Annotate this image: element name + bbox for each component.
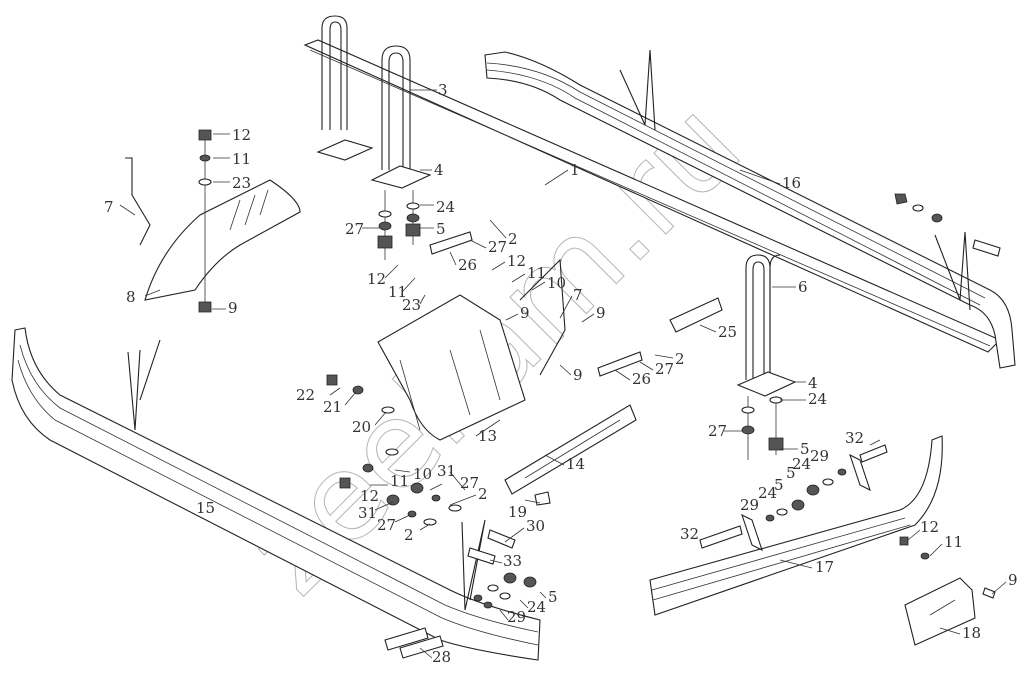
side-cover — [125, 129, 301, 313]
callout-24: 24 — [758, 484, 777, 502]
callout-9: 9 — [1008, 571, 1018, 589]
callout-33: 33 — [503, 552, 522, 570]
callout-12: 12 — [232, 126, 251, 144]
callout-2: 2 — [675, 350, 685, 368]
u-bolt-front — [321, 15, 411, 170]
callout-14: 14 — [566, 455, 585, 473]
callout-21: 21 — [323, 398, 342, 416]
u-bolt-rear — [736, 254, 797, 460]
bolt-19 — [534, 491, 551, 506]
bracket-25 — [669, 297, 723, 333]
callout-2: 2 — [404, 526, 414, 544]
plate-slot — [524, 419, 621, 479]
callout-29: 29 — [507, 608, 526, 626]
center-plate — [377, 258, 566, 441]
callout-12: 12 — [920, 518, 939, 536]
callout-2: 2 — [478, 485, 488, 503]
callout-27: 27 — [655, 360, 674, 378]
callout-9: 9 — [573, 366, 583, 384]
bracket-18 — [899, 536, 996, 646]
callout-31: 31 — [358, 504, 377, 522]
callout-4: 4 — [434, 161, 444, 179]
callout-9: 9 — [520, 304, 530, 322]
callout-24: 24 — [792, 455, 811, 473]
callout-1: 1 — [570, 161, 580, 179]
callout-32: 32 — [680, 525, 699, 543]
callout-15: 15 — [196, 499, 215, 517]
callout-28: 28 — [432, 648, 451, 666]
callout-18: 18 — [962, 624, 981, 642]
callout-22: 22 — [296, 386, 315, 404]
callout-5: 5 — [436, 220, 446, 238]
callout-26: 26 — [458, 256, 477, 274]
callout-19: 19 — [508, 503, 527, 521]
callout-23: 23 — [402, 296, 421, 314]
callout-5: 5 — [548, 588, 558, 606]
callout-7: 7 — [573, 286, 583, 304]
callout-29: 29 — [740, 496, 759, 514]
callout-23: 23 — [232, 174, 251, 192]
leader-lines — [119, 89, 1007, 659]
clamp-plate — [370, 165, 432, 189]
callout-2: 2 — [508, 230, 518, 248]
callout-7: 7 — [104, 198, 114, 216]
callout-17: 17 — [815, 558, 834, 576]
callout-31: 31 — [437, 462, 456, 480]
callout-27: 27 — [345, 220, 364, 238]
runner-right — [484, 49, 1016, 369]
callout-11: 11 — [388, 283, 407, 301]
callout-11: 11 — [390, 472, 409, 490]
callout-25: 25 — [718, 323, 737, 341]
callout-11: 11 — [232, 150, 251, 168]
callout-27: 27 — [377, 516, 396, 534]
callout-10: 10 — [547, 274, 566, 292]
callout-29: 29 — [810, 447, 829, 465]
callout-4: 4 — [808, 374, 818, 392]
callout-5: 5 — [800, 440, 810, 458]
callout-11: 11 — [527, 264, 546, 282]
callout-20: 20 — [352, 418, 371, 436]
callout-12: 12 — [367, 270, 386, 288]
callout-9: 9 — [228, 299, 238, 317]
runner-center-right — [649, 435, 943, 616]
callout-5: 5 — [774, 476, 784, 494]
callout-12: 12 — [360, 487, 379, 505]
callouts: 3 12 11 23 7 4 1 16 24 27 5 2 27 26 12 1… — [104, 81, 1018, 666]
callout-27: 27 — [488, 238, 507, 256]
callout-32: 32 — [845, 429, 864, 447]
slotted-plate — [504, 404, 637, 495]
callout-24: 24 — [808, 390, 827, 408]
clamp-plate — [316, 139, 374, 161]
callout-12: 12 — [507, 252, 526, 270]
runner-left — [11, 327, 541, 661]
callout-27: 27 — [708, 422, 727, 440]
callout-24: 24 — [436, 198, 455, 216]
callout-11: 11 — [944, 533, 963, 551]
callout-5: 5 — [786, 464, 796, 482]
callout-27: 27 — [460, 474, 479, 492]
callout-3: 3 — [438, 81, 448, 99]
nut-stack — [377, 190, 421, 260]
callout-13: 13 — [478, 427, 497, 445]
callout-26: 26 — [632, 370, 651, 388]
hardware-cluster — [326, 374, 537, 659]
bolt-set — [894, 193, 1001, 257]
bolt-26 — [429, 231, 473, 255]
bolt-26 — [597, 351, 643, 377]
callout-10: 10 — [413, 465, 432, 483]
callout-9: 9 — [596, 304, 606, 322]
callout-8: 8 — [126, 288, 136, 306]
callout-16: 16 — [782, 174, 801, 192]
callout-24: 24 — [527, 598, 546, 616]
callout-6: 6 — [798, 278, 808, 296]
callout-30: 30 — [526, 517, 545, 535]
